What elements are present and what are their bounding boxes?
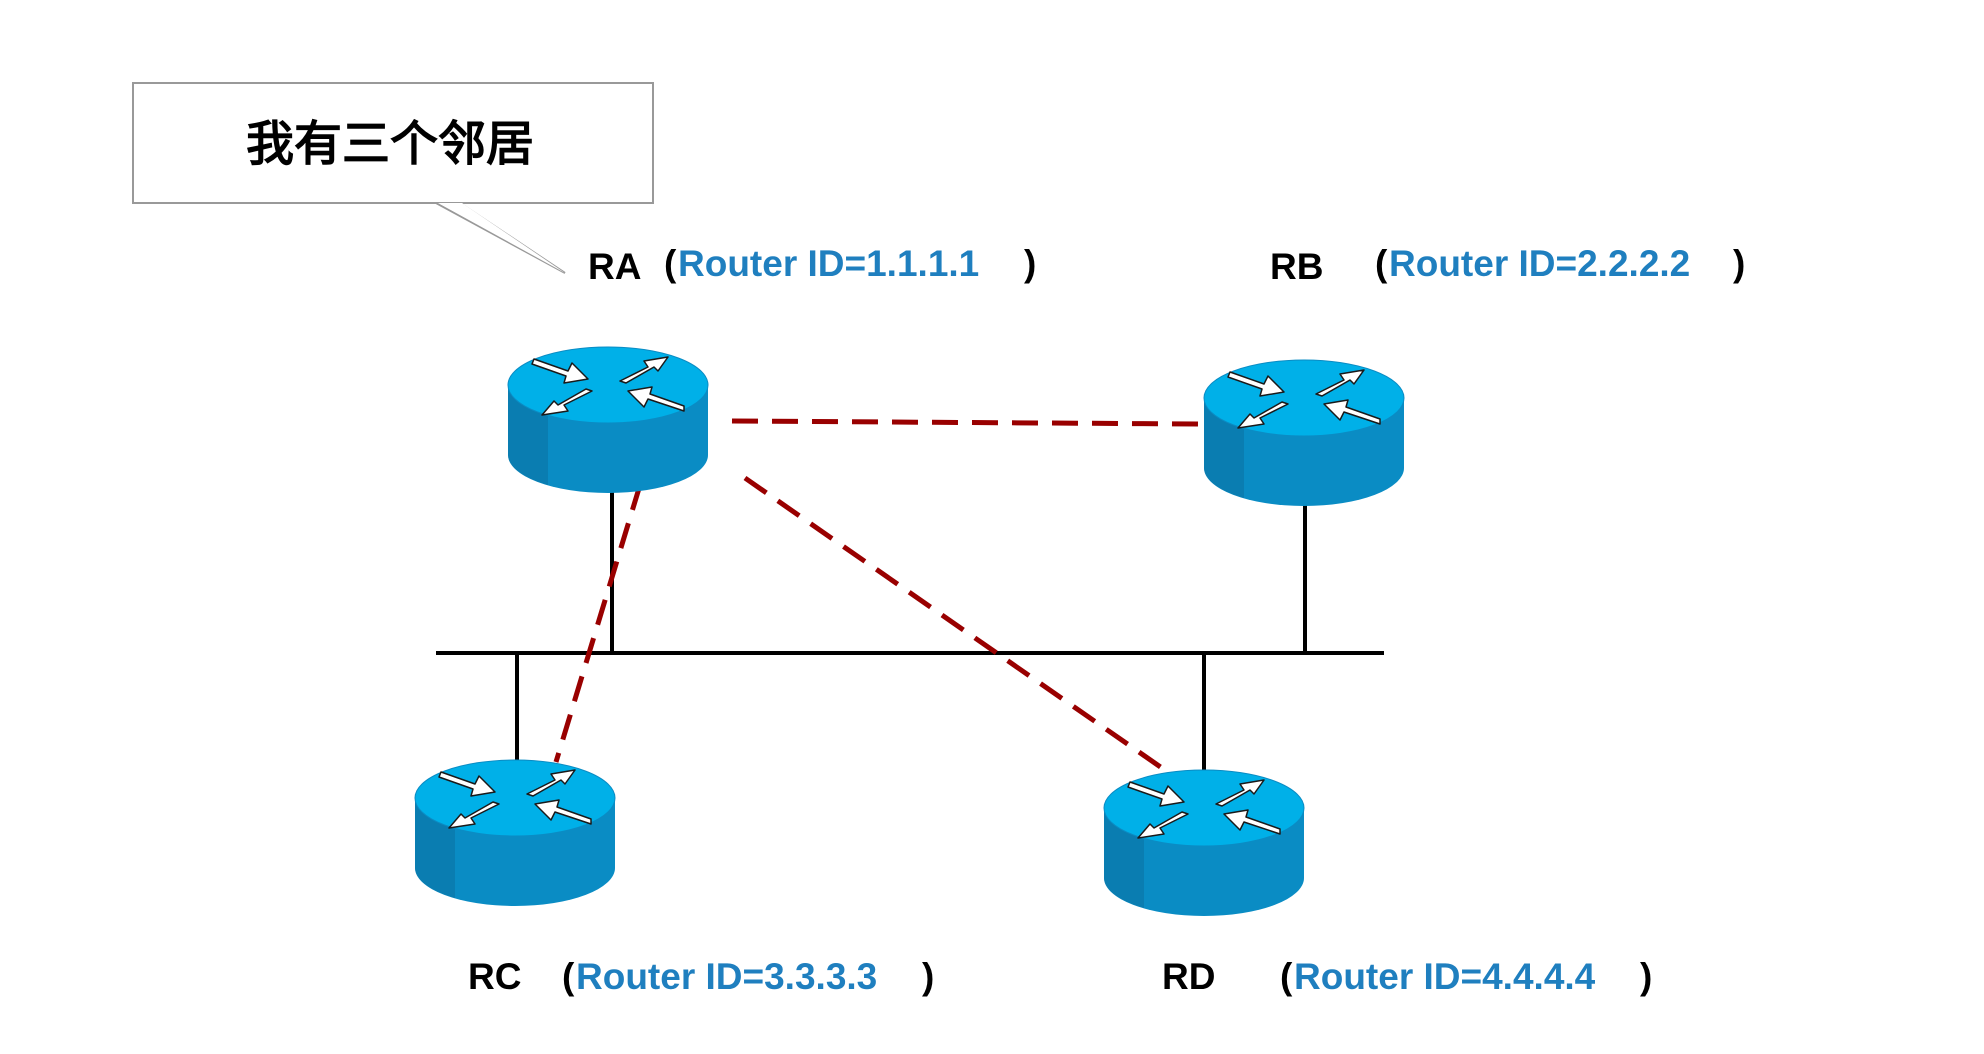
router-name-rb: RB <box>1270 246 1323 287</box>
router-id-rd: Router ID=4.4.4.4 <box>1294 956 1596 997</box>
paren-open-ra: ( <box>664 243 677 284</box>
callout-text: 我有三个邻居 <box>246 116 534 172</box>
router-rd <box>1103 769 1305 917</box>
router-id-rb: Router ID=2.2.2.2 <box>1389 243 1690 284</box>
label-rb: RB ( Router ID=2.2.2.2 ) <box>1270 243 1745 287</box>
router-name-ra: RA <box>588 246 641 287</box>
router-ra <box>507 346 709 494</box>
adjacency-lines <box>553 418 1201 778</box>
label-rc: RC ( Router ID=3.3.3.3 ) <box>468 956 934 997</box>
paren-open-rb: ( <box>1375 243 1388 284</box>
paren-open-rd: ( <box>1280 956 1293 997</box>
router-id-rc: Router ID=3.3.3.3 <box>576 956 877 997</box>
adjacency-ra-rc <box>553 484 643 763</box>
label-ra: RA ( Router ID=1.1.1.1 ) <box>588 243 1036 287</box>
router-name-rd: RD <box>1162 956 1215 997</box>
adjacency-ra-rd <box>743 475 1174 778</box>
router-id-ra: Router ID=1.1.1.1 <box>678 243 979 284</box>
paren-open-rc: ( <box>562 956 575 997</box>
label-rd: RD ( Router ID=4.4.4.4 ) <box>1162 956 1652 997</box>
network-segment <box>436 470 1384 775</box>
paren-close-ra: ) <box>1024 243 1036 284</box>
router-rb <box>1203 359 1405 507</box>
router-rc <box>414 759 616 907</box>
paren-close-rb: ) <box>1733 243 1745 284</box>
callout-bubble: 我有三个邻居 <box>132 82 654 274</box>
paren-close-rd: ) <box>1640 956 1652 997</box>
paren-close-rc: ) <box>922 956 934 997</box>
adjacency-ra-rb <box>731 418 1201 427</box>
router-name-rc: RC <box>468 956 521 997</box>
